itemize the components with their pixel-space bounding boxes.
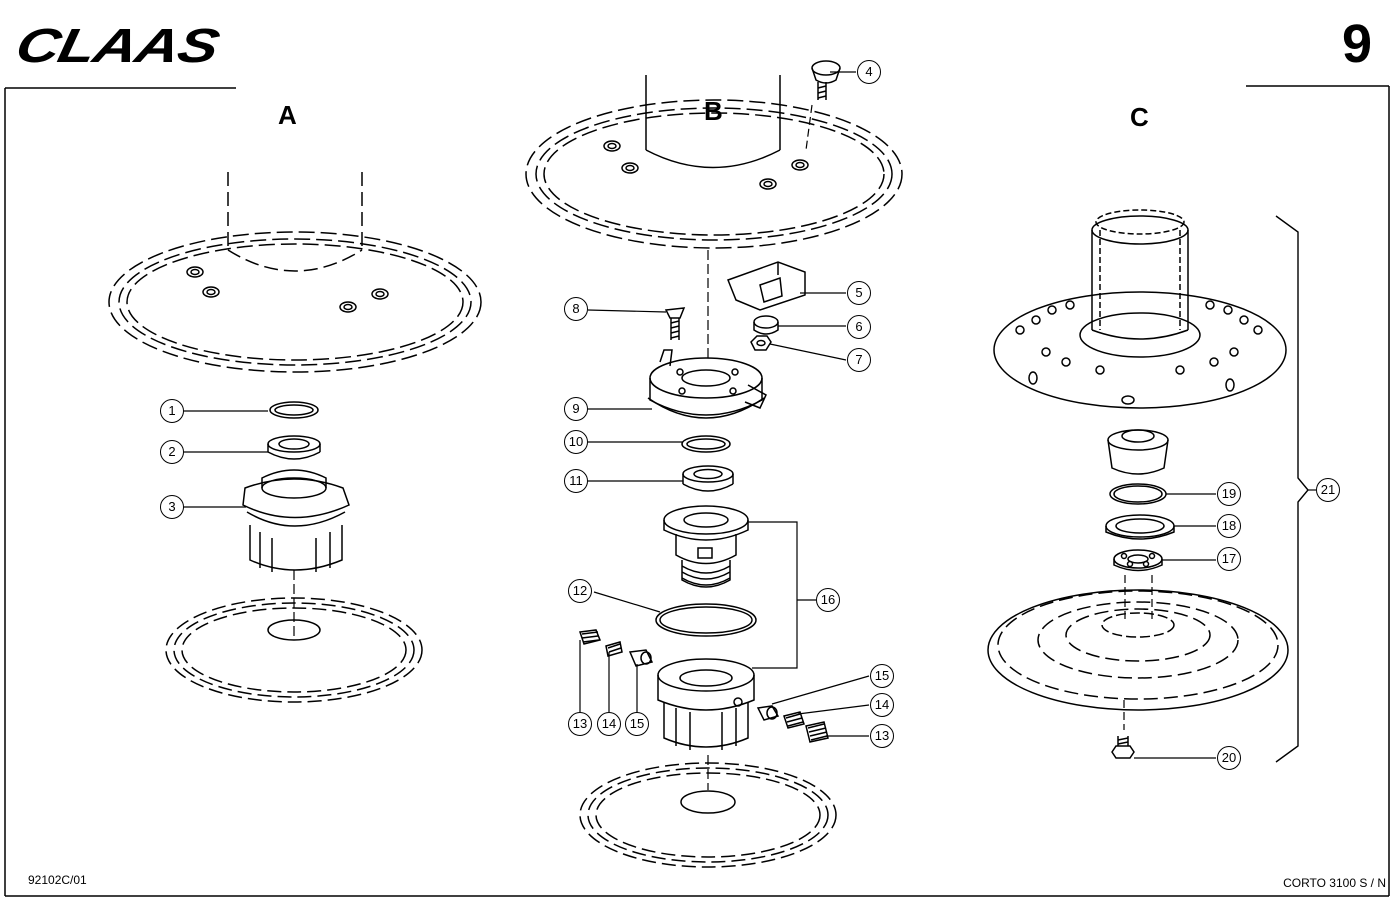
- section-label-a: A: [278, 100, 297, 130]
- callout-17: 17: [1217, 547, 1241, 571]
- callout-14-right: 14: [870, 693, 894, 717]
- callout-19: 19: [1217, 482, 1241, 506]
- section-label-c: C: [1130, 102, 1149, 132]
- callout-15-left: 15: [625, 712, 649, 736]
- callout-8: 8: [564, 297, 588, 321]
- section-label-b: B: [704, 96, 723, 126]
- callout-1: 1: [160, 399, 184, 423]
- assembly-b: [525, 60, 903, 868]
- callout-18: 18: [1217, 514, 1241, 538]
- callout-13-right: 13: [870, 724, 894, 748]
- page-border: [4, 85, 1390, 897]
- assembly-c: [987, 209, 1316, 763]
- claas-logo: CLAAS: [11, 20, 242, 73]
- logo-text: CLAAS: [11, 20, 223, 73]
- page-number: 9: [1341, 14, 1372, 74]
- callout-12: 12: [568, 579, 592, 603]
- callout-16: 16: [816, 588, 840, 612]
- callout-14-left: 14: [597, 712, 621, 736]
- document-code: 92102C/01: [28, 873, 87, 887]
- callout-3: 3: [160, 495, 184, 519]
- callout-6: 6: [847, 315, 871, 339]
- callout-7: 7: [847, 348, 871, 372]
- callout-5: 5: [847, 281, 871, 305]
- callout-2: 2: [160, 440, 184, 464]
- callout-10: 10: [564, 430, 588, 454]
- callout-15-right: 15: [870, 664, 894, 688]
- callout-13-left: 13: [568, 712, 592, 736]
- callout-9: 9: [564, 397, 588, 421]
- assembly-a: [108, 172, 482, 703]
- callout-11: 11: [564, 469, 588, 493]
- model-label: CORTO 3100 S / N: [1283, 876, 1386, 890]
- callout-4: 4: [857, 60, 881, 84]
- callout-20: 20: [1217, 746, 1241, 770]
- callout-21: 21: [1316, 478, 1340, 502]
